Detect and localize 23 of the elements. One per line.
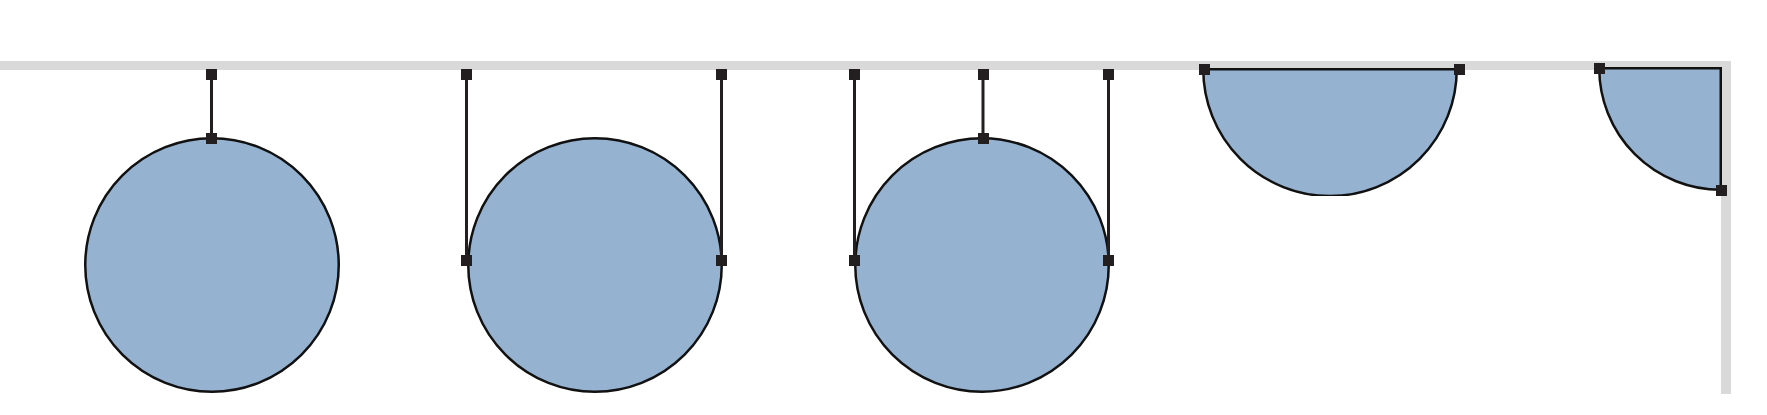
anchor-point (1103, 255, 1114, 266)
circle (83, 137, 340, 393)
semicircle (1202, 68, 1458, 196)
hanger-line (981, 80, 985, 133)
anchor-point (716, 255, 727, 266)
anchor-point (849, 69, 860, 80)
anchor-point (1593, 63, 1605, 74)
circle (853, 137, 1110, 393)
circle (467, 137, 723, 393)
anchor-point (461, 255, 472, 266)
anchor-point (1453, 63, 1465, 75)
anchor-point (461, 69, 472, 80)
anchor-point (977, 69, 989, 80)
anchor-point (1103, 69, 1114, 80)
anchor-point (716, 69, 727, 80)
anchor-point (977, 133, 989, 144)
hanger-line (210, 80, 213, 133)
anchor-point (1716, 185, 1727, 196)
anchor-point (1199, 63, 1210, 75)
hanger-line (465, 80, 468, 255)
anchor-point (849, 255, 860, 266)
anchor-point (206, 133, 217, 144)
anchor-point (206, 69, 217, 80)
